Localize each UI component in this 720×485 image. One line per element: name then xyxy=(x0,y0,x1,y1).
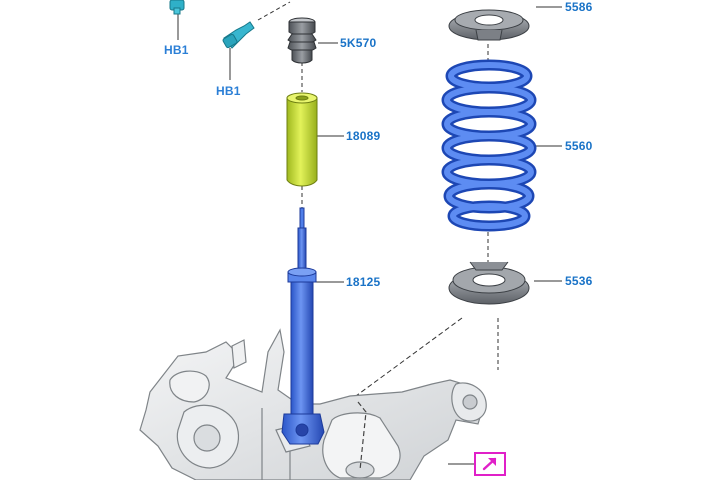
callout-dust-boot: 18089 xyxy=(346,129,381,143)
callout-coil-spring: 5560 xyxy=(565,139,593,153)
callout-upper-seat: 5586 xyxy=(565,0,593,14)
coil-spring-part xyxy=(441,59,537,232)
callout-shock-absorber: 18125 xyxy=(346,275,381,289)
shock-absorber-part xyxy=(281,207,325,445)
callout-lower-seat: 5536 xyxy=(565,274,593,288)
hb1-bolt-top xyxy=(169,0,185,15)
dust-boot-part xyxy=(286,92,318,187)
external-link-icon xyxy=(482,457,497,471)
upper-spring-seat-part xyxy=(448,9,530,41)
lower-spring-seat-part xyxy=(448,261,530,305)
bump-stop-part xyxy=(287,17,317,64)
callout-hb1-top: HB1 xyxy=(164,43,189,57)
hb1-bolt-bottom xyxy=(222,21,255,49)
callout-bump-stop: 5K570 xyxy=(340,36,377,50)
callout-hb1-bottom: HB1 xyxy=(216,84,241,98)
external-link-button[interactable] xyxy=(474,452,506,476)
